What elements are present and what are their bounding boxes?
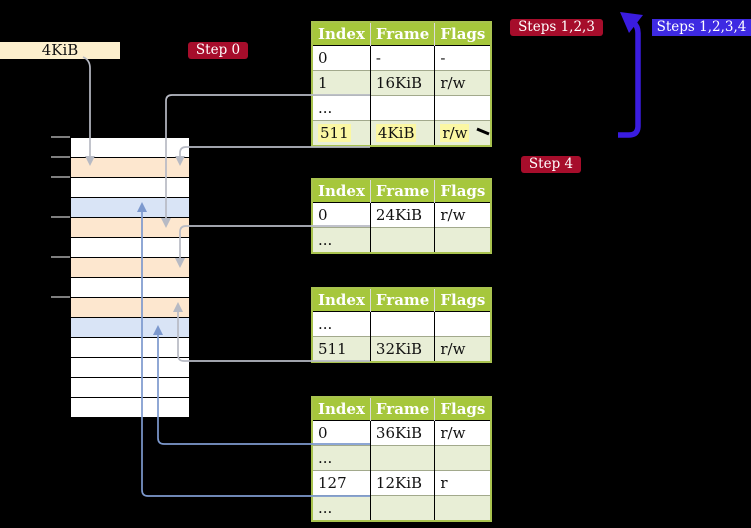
table-cell: [434, 445, 492, 471]
column-header-flags: Flags: [434, 397, 492, 421]
page-size-label: 4KiB: [0, 42, 120, 59]
memory-frame-white: [71, 338, 189, 358]
table-cell: -: [370, 45, 436, 71]
table-cell: [434, 495, 492, 521]
highlighted-value: 4KiB: [375, 124, 417, 142]
memory-frame-white: [71, 398, 189, 417]
table-cell: [370, 311, 436, 337]
table-cell: [434, 95, 492, 121]
table-row: ...: [312, 311, 492, 337]
memory-frame-orange: [71, 258, 189, 278]
memory-frame-blue: [71, 318, 189, 338]
table-cell: [434, 227, 492, 253]
table-cell: 24KiB: [370, 202, 436, 228]
column-header-frame: Frame: [370, 397, 436, 421]
table-cell: ...: [312, 445, 371, 471]
table-cell: 127: [312, 470, 371, 496]
table-cell: [370, 445, 436, 471]
table-cell: ...: [312, 95, 371, 121]
table-cell: [370, 95, 436, 121]
memory-frame-white: [71, 138, 189, 158]
table-row: ...: [312, 95, 492, 121]
table-cell: 4KiB: [370, 120, 436, 146]
memory-frame-orange: [71, 218, 189, 238]
highlighted-value: r/w: [440, 124, 470, 142]
table-cell: r/w: [434, 202, 492, 228]
memory-frame-white: [71, 178, 189, 198]
table-cell: 511: [312, 336, 371, 362]
table-cell: 32KiB: [370, 336, 436, 362]
step0-badge: Step 0: [188, 42, 248, 59]
table-cell: 36KiB: [370, 420, 436, 446]
table-cell: -: [434, 45, 492, 71]
table-cell: r/w: [434, 120, 492, 146]
wire-l4-entry511-arrow: [175, 146, 370, 166]
memory-frame-white: [71, 378, 189, 398]
table-cell: [370, 227, 436, 253]
table-cell: 0: [312, 420, 371, 446]
column-header-flags: Flags: [434, 22, 492, 46]
table-row: 0--: [312, 45, 492, 71]
steps1234-badge: Steps 1,2,3,4: [652, 19, 751, 36]
table-cell: 0: [312, 202, 371, 228]
table-cell: r/w: [434, 70, 492, 96]
table-cell: [434, 311, 492, 337]
column-header-index: Index: [312, 22, 371, 46]
steps123-badge: Steps 1,2,3: [510, 19, 603, 36]
table-row: ...: [312, 445, 492, 471]
table-cell: 16KiB: [370, 70, 436, 96]
memory-frame-orange: [71, 298, 189, 318]
column-header-frame: Frame: [370, 22, 436, 46]
column-header-index: Index: [312, 179, 371, 203]
column-header-flags: Flags: [434, 179, 492, 203]
address-ticks: [51, 136, 70, 298]
memory-frame-white: [71, 238, 189, 258]
step4-badge: Step 4: [521, 156, 581, 173]
column-header-frame: Frame: [370, 288, 436, 312]
table-cell: ...: [312, 227, 371, 253]
memory-frame-orange: [71, 158, 189, 178]
column-header-index: Index: [312, 288, 371, 312]
highlighted-value: 511: [318, 124, 351, 142]
table-cell: 0: [312, 45, 371, 71]
table-cell: 12KiB: [370, 470, 436, 496]
recursive-mapping-arrow: [618, 12, 643, 138]
table-cell: [370, 495, 436, 521]
table-row: ...: [312, 227, 492, 253]
table-cell: r/w: [434, 420, 492, 446]
table-cell: r: [434, 470, 492, 496]
column-header-index: Index: [312, 397, 371, 421]
table-cell: ...: [312, 495, 371, 521]
table-row: 511 4KiB r/w: [312, 120, 492, 146]
table-cell: ...: [312, 311, 371, 337]
physical-memory-column: [70, 137, 190, 418]
column-header-flags: Flags: [434, 288, 492, 312]
table-row: ...: [312, 495, 492, 521]
memory-frame-blue: [71, 198, 189, 218]
table-cell: 1: [312, 70, 371, 96]
table-cell: r/w: [434, 336, 492, 362]
table-cell: 511: [312, 120, 371, 146]
column-header-frame: Frame: [370, 179, 436, 203]
memory-frame-white: [71, 358, 189, 378]
memory-frame-white: [71, 278, 189, 298]
